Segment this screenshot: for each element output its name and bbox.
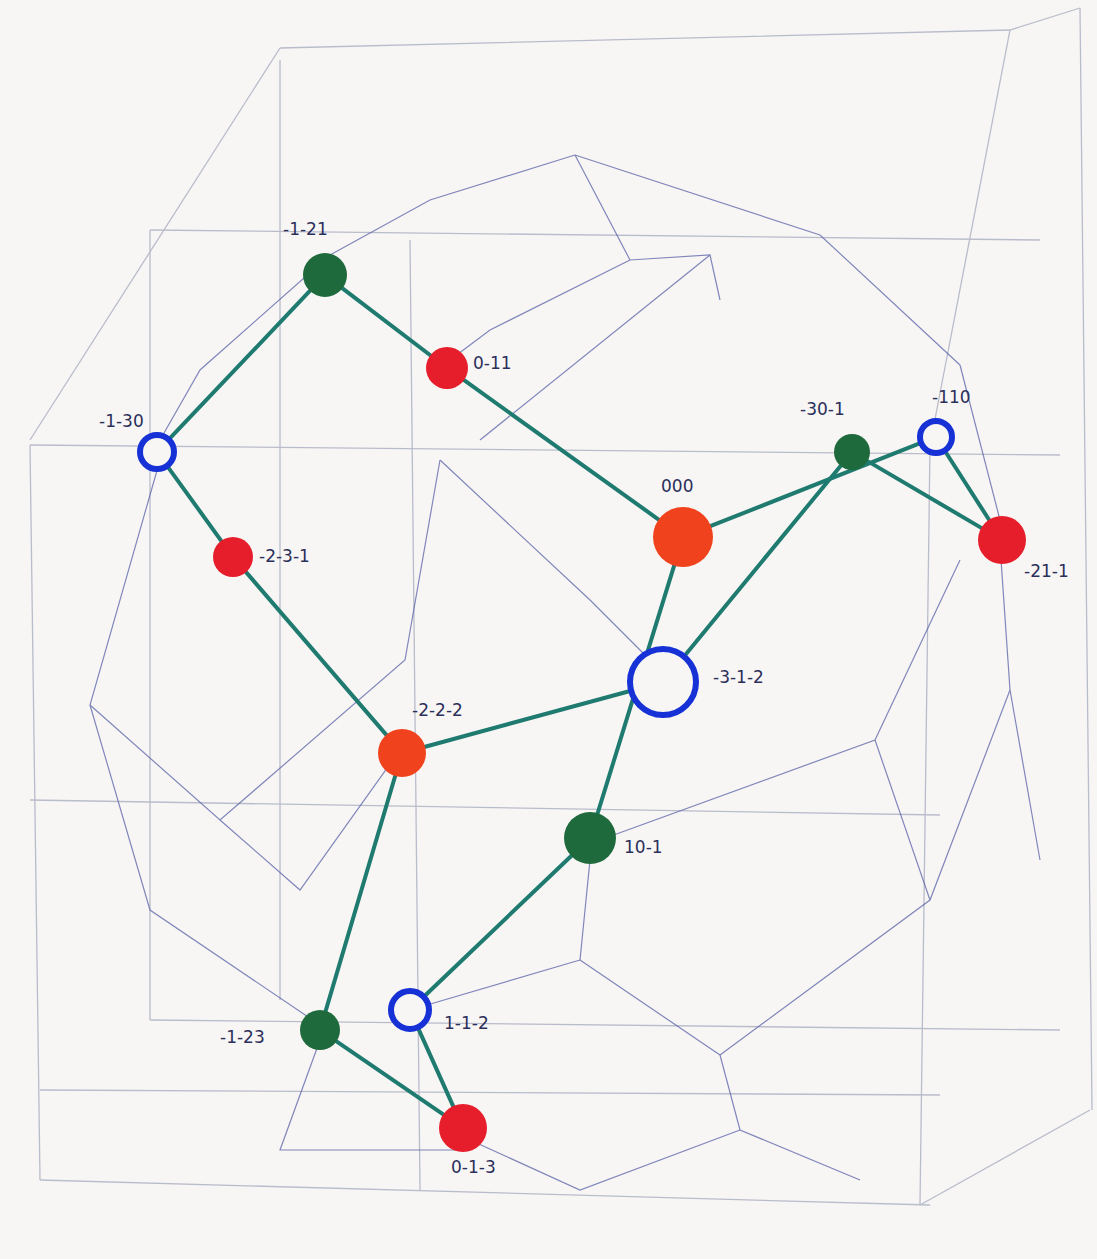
atom-dot: -21-1 [978, 516, 1026, 564]
sketch-line [450, 260, 630, 360]
coordinate-label: -1-30 [99, 412, 144, 431]
frame-line [280, 8, 1080, 48]
sketch-line [330, 155, 575, 255]
coordinate-label: -21-1 [1024, 562, 1069, 581]
atom-dot: 0-11 [426, 347, 468, 389]
coordinate-label: -110 [932, 388, 971, 407]
atom-dot: 0-1-3 [439, 1104, 487, 1152]
frame-line [30, 800, 940, 815]
sketch-line [720, 1055, 860, 1180]
frame-line [930, 30, 1010, 445]
coordinate-label: -2-2-2 [412, 701, 463, 720]
bond-line [711, 444, 918, 526]
polyhedron-sketch [90, 155, 1040, 1190]
bond-line [169, 468, 222, 541]
atom-dot: -2-3-1 [213, 537, 253, 577]
sketch-line [580, 690, 1010, 1055]
bond-line [342, 288, 430, 355]
atom-dot: -110 [917, 418, 955, 456]
frame-line [149, 230, 150, 1020]
frame-line [40, 1180, 930, 1205]
coordinate-label: 000 [661, 477, 693, 496]
frame-line [40, 1090, 940, 1095]
frame-line [920, 1110, 1090, 1205]
bond-line [326, 776, 396, 1011]
frame-line [1080, 8, 1092, 1110]
sketch-line [470, 1130, 740, 1190]
frame-line [920, 445, 930, 1205]
frame-line [150, 1020, 1060, 1030]
coordinate-label: -30-1 [800, 400, 845, 419]
coordinate-label: -1-23 [220, 1028, 265, 1047]
atom-dot: 000 [653, 507, 713, 567]
sketch-line [580, 860, 590, 960]
frame-line [30, 445, 40, 1180]
sketch-line [90, 460, 440, 820]
atom-dot: -1-23 [300, 1010, 340, 1050]
coordinate-label: -1-21 [283, 220, 328, 239]
bond-line [426, 856, 571, 995]
atom-dot: 1-1-2 [388, 988, 432, 1032]
atom-dot: -1-30 [137, 432, 177, 472]
bond-line [868, 461, 982, 528]
sketch-line [575, 155, 720, 300]
coordinate-label: 1-1-2 [444, 1014, 489, 1033]
coordinate-label: -2-3-1 [259, 547, 310, 566]
sketch-line [1000, 545, 1040, 860]
sketch-line [600, 560, 960, 840]
bond-line [419, 1030, 453, 1106]
sketch-line [875, 740, 930, 900]
sketch-line [480, 255, 710, 440]
coordinate-label: -3-1-2 [713, 668, 764, 687]
bond-line [336, 1041, 443, 1114]
atom-dot: -2-2-2 [378, 729, 426, 777]
atom-dot: -1-21 [303, 253, 347, 297]
coordinate-label: 10-1 [624, 838, 663, 857]
cube-frame [30, 8, 1092, 1205]
bond-line [464, 380, 659, 519]
sketch-line [575, 155, 960, 365]
atom-dot: 10-1 [564, 812, 616, 864]
bond-line [686, 466, 841, 654]
sketch-line [90, 705, 320, 1025]
coordinate-label: 0-1-3 [451, 1158, 496, 1177]
atom-dot: -30-1 [834, 434, 870, 470]
frame-line [279, 60, 280, 1000]
coordinate-label: 0-11 [473, 354, 512, 373]
atom-dot: -3-1-2 [627, 646, 699, 718]
frame-line [30, 48, 280, 440]
sketch-line [220, 750, 400, 890]
bond-line [246, 572, 386, 735]
bond-line [946, 453, 989, 520]
bond-line [171, 291, 310, 438]
